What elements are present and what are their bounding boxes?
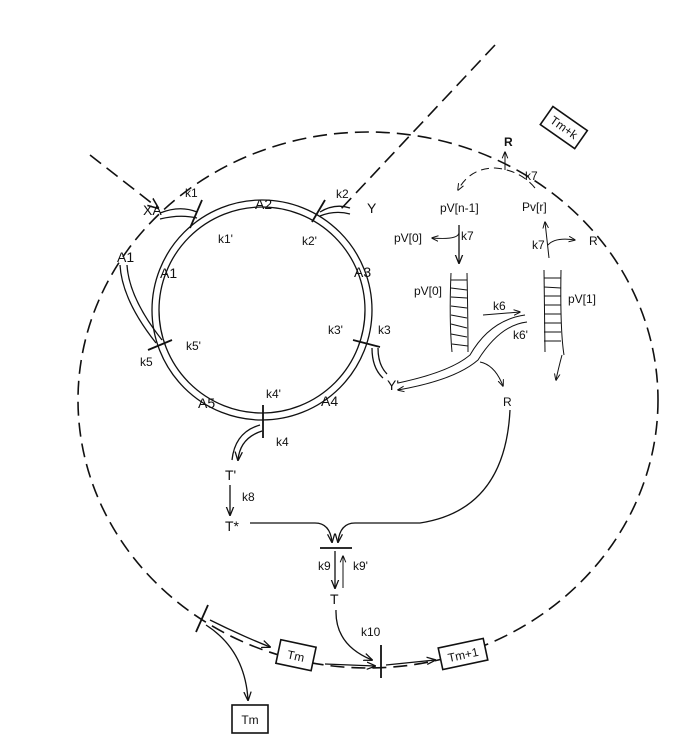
label-a3: A3 bbox=[354, 264, 371, 280]
rate-k6p: k6' bbox=[513, 328, 528, 342]
rate-k7-left: k7 bbox=[461, 229, 474, 243]
label-t-star: T* bbox=[225, 518, 240, 534]
a1-outer-branch-2 bbox=[126, 264, 163, 341]
rate-k9p: k9' bbox=[353, 559, 368, 573]
rate-k4p: k4' bbox=[266, 387, 281, 401]
label-y: Y bbox=[367, 200, 377, 216]
t-prime-branch-2 bbox=[238, 430, 263, 460]
label-a2: A2 bbox=[255, 196, 272, 212]
gate-k5 bbox=[147, 339, 173, 351]
t-star-to-k9 bbox=[250, 522, 332, 542]
r-to-k9 bbox=[338, 409, 511, 542]
rate-k2p: k2' bbox=[302, 234, 317, 248]
to-r-mid bbox=[479, 361, 503, 386]
k6-strand bbox=[397, 314, 526, 384]
label-r-mid: R bbox=[503, 395, 512, 409]
label-t: T bbox=[330, 591, 339, 607]
rate-k6: k6 bbox=[493, 299, 506, 313]
label-pvn1: pV[n-1] bbox=[440, 201, 479, 215]
to-pv0-top-arrow bbox=[432, 232, 460, 238]
rate-k3: k3 bbox=[378, 323, 391, 337]
label-xa: XA bbox=[143, 202, 162, 218]
xa-branch-2 bbox=[159, 215, 198, 220]
label-a1-inner: A1 bbox=[160, 265, 177, 281]
to-r-right-arrow bbox=[547, 239, 575, 246]
rate-k5: k5 bbox=[140, 355, 153, 369]
y-branch bbox=[319, 205, 351, 213]
split-to-tm bbox=[209, 619, 270, 647]
label-a4: A4 bbox=[321, 393, 338, 409]
box-tm1-label: Tm+1 bbox=[447, 645, 481, 665]
box-tm1: Tm+1 bbox=[437, 637, 489, 671]
pvr-k7-arrow bbox=[545, 222, 550, 259]
box-tm: Tm bbox=[274, 638, 318, 672]
tm-to-k10 bbox=[324, 664, 375, 666]
box-tmk: Tm+k bbox=[539, 105, 589, 150]
rate-k7-top: k7 bbox=[525, 169, 538, 183]
pv0-strand bbox=[449, 272, 469, 353]
box-tm-out-label: Tm bbox=[241, 713, 258, 727]
rate-k2: k2 bbox=[336, 187, 349, 201]
gate-k3 bbox=[352, 339, 381, 348]
label-t-prime: T' bbox=[225, 467, 236, 483]
pv1-strand bbox=[543, 269, 565, 356]
ring-inner-track bbox=[158, 206, 366, 414]
rate-k8: k8 bbox=[242, 490, 255, 504]
label-r-top: R bbox=[504, 135, 513, 149]
label-pvr: Pv[r] bbox=[522, 200, 547, 214]
xa-branch bbox=[159, 208, 198, 214]
t-prime-branch bbox=[231, 424, 261, 461]
label-pv0: pV[0] bbox=[414, 284, 442, 298]
dashed-input-left bbox=[89, 154, 158, 208]
y-prime-branch-2 bbox=[377, 347, 388, 375]
box-tm-out: Tm bbox=[231, 704, 269, 734]
gate-k2 bbox=[311, 199, 326, 223]
gate-split bbox=[195, 604, 209, 633]
rate-k7-right: k7 bbox=[532, 238, 545, 252]
k6-arrow bbox=[482, 312, 520, 315]
rate-k1p: k1' bbox=[218, 232, 233, 246]
ring-outer-track bbox=[151, 199, 373, 421]
rate-k5p: k5' bbox=[186, 339, 201, 353]
k6-strand-2 bbox=[398, 321, 528, 390]
label-y-prime: Y' bbox=[387, 377, 399, 393]
label-a1-outer: A1 bbox=[117, 249, 134, 265]
label-r-right: R bbox=[589, 234, 598, 248]
dashed-input-right bbox=[339, 44, 496, 211]
outer-cycle bbox=[77, 131, 659, 669]
k7-top-dashed bbox=[458, 167, 536, 190]
rate-k1: k1 bbox=[185, 186, 198, 200]
rate-k4: k4 bbox=[276, 435, 289, 449]
box-tm-label: Tm bbox=[286, 648, 306, 665]
split-to-tm-out bbox=[205, 624, 248, 700]
gate-k1 bbox=[189, 199, 203, 229]
y-prime-branch bbox=[371, 347, 384, 379]
label-pv0-top: pV[0] bbox=[394, 231, 422, 245]
label-a5: A5 bbox=[198, 395, 215, 411]
t-to-k10 bbox=[335, 609, 372, 660]
a1-outer-branch bbox=[119, 264, 157, 344]
k10-to-tm1 bbox=[385, 660, 435, 666]
rate-k9: k9 bbox=[318, 559, 331, 573]
y-branch-2 bbox=[319, 211, 351, 217]
rate-k3p: k3' bbox=[328, 323, 343, 337]
rate-k10: k10 bbox=[361, 625, 381, 639]
pv1-out-arrow bbox=[556, 354, 563, 380]
label-pv1: pV[1] bbox=[568, 292, 596, 306]
